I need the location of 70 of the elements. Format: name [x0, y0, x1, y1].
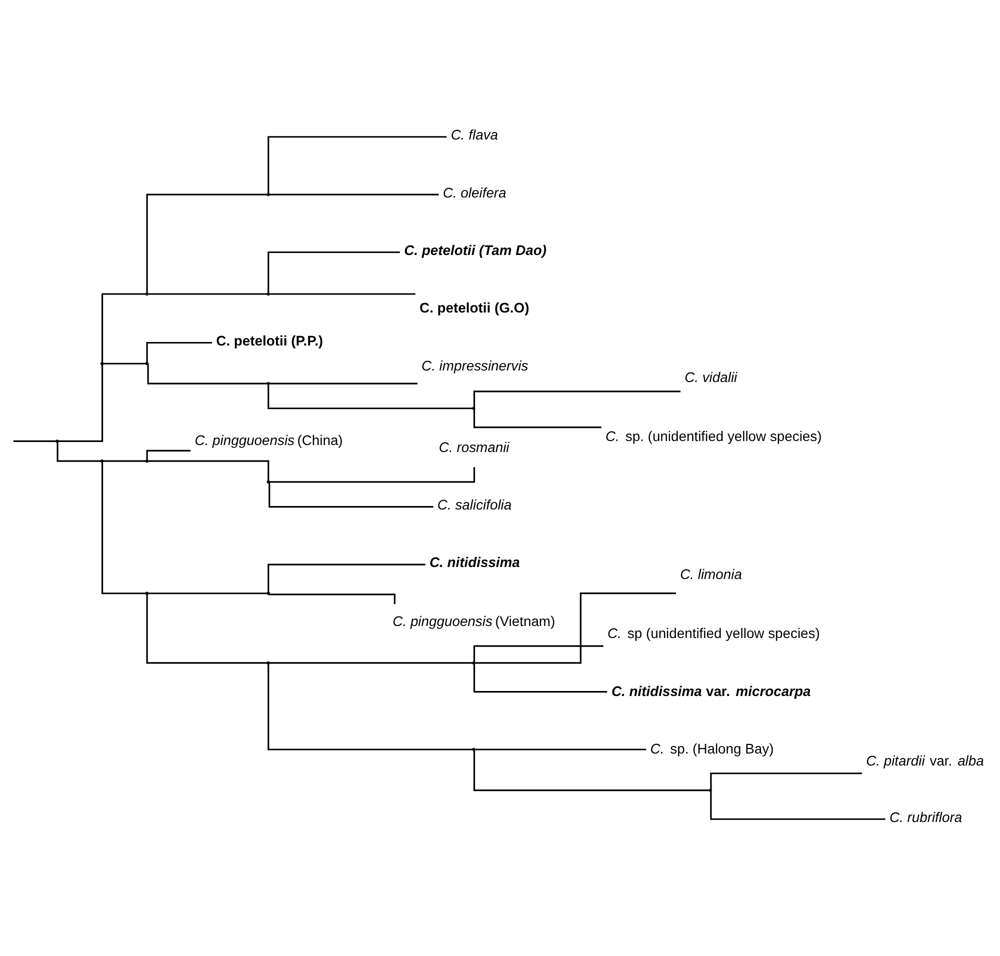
connector: [103, 460, 146, 462]
node-point: [708, 788, 712, 792]
connector: [102, 293, 146, 362]
node-text: C. vidalii: [684, 369, 738, 386]
connector: [473, 664, 608, 693]
node-point: [266, 661, 270, 665]
node-point: [100, 362, 104, 366]
node-point: [472, 748, 476, 752]
connector: [473, 409, 602, 428]
connector: [148, 293, 268, 295]
connector: [473, 390, 681, 408]
node-text: C. impressinervis: [422, 357, 528, 374]
connector: [13, 440, 56, 442]
node-text: C. limonia: [680, 566, 742, 582]
connector: [56, 442, 101, 462]
connector: [473, 750, 709, 792]
connector: [268, 251, 400, 293]
connector: [102, 462, 146, 594]
node-point: [145, 460, 149, 463]
node-text: C. oleifera: [442, 184, 506, 200]
connector: [473, 645, 604, 662]
node-text: C. flava: [450, 126, 498, 143]
node-point: [145, 592, 149, 595]
node-text: C. sp. (Halong Bay): [650, 740, 774, 756]
node-point: [100, 460, 104, 463]
connector: [710, 792, 886, 820]
connector: [268, 136, 446, 194]
node-text: C. pingguoensis (Vietnam): [392, 613, 556, 630]
node-text: C. sp. (unidentified yellow species): [606, 428, 822, 444]
node-point: [266, 592, 270, 595]
node-point: [266, 292, 270, 296]
connector: [270, 293, 416, 295]
connector: [148, 460, 270, 481]
node-text: C. petelotii (Tam Dao): [404, 242, 547, 258]
connector: [268, 664, 472, 750]
node-text: C. pingguoensis (China): [194, 432, 343, 448]
node-text: C. rubriflora: [889, 808, 962, 825]
connector: [268, 384, 472, 410]
node-point: [266, 480, 270, 484]
connector: [268, 564, 426, 592]
node-text: C. nitidissima: [429, 554, 520, 570]
node-text: C. sp (unidentified yellow species): [608, 625, 820, 642]
node-point: [472, 661, 476, 665]
connector: [148, 592, 268, 594]
connector: [270, 662, 473, 664]
connector: [103, 362, 146, 364]
connector: [146, 594, 268, 664]
connector: [146, 450, 190, 460]
node-text: C. petelotii (G.O): [420, 300, 530, 316]
connector: [474, 592, 676, 664]
node-point: [472, 406, 476, 410]
node-text: C. pitardii var. alba: [866, 752, 984, 768]
connector: [146, 194, 268, 293]
node-text: C. rosmanii: [438, 438, 510, 455]
connector: [710, 772, 862, 790]
node-point: [145, 362, 149, 366]
connector: [146, 342, 212, 362]
node-point: [266, 193, 270, 196]
node-text: C. petelotii (P.P.): [216, 332, 324, 348]
connector: [147, 364, 268, 384]
connector: [475, 748, 646, 750]
connector: [268, 482, 434, 508]
node-text: C. salicifolia: [437, 496, 512, 513]
node-point: [56, 440, 59, 443]
node-text: C. nitidissima var. microcarpa: [611, 682, 811, 699]
node-point: [266, 382, 270, 386]
connector: [270, 382, 418, 384]
node-point: [145, 292, 149, 296]
connector: [58, 364, 104, 442]
connector: [270, 194, 439, 196]
